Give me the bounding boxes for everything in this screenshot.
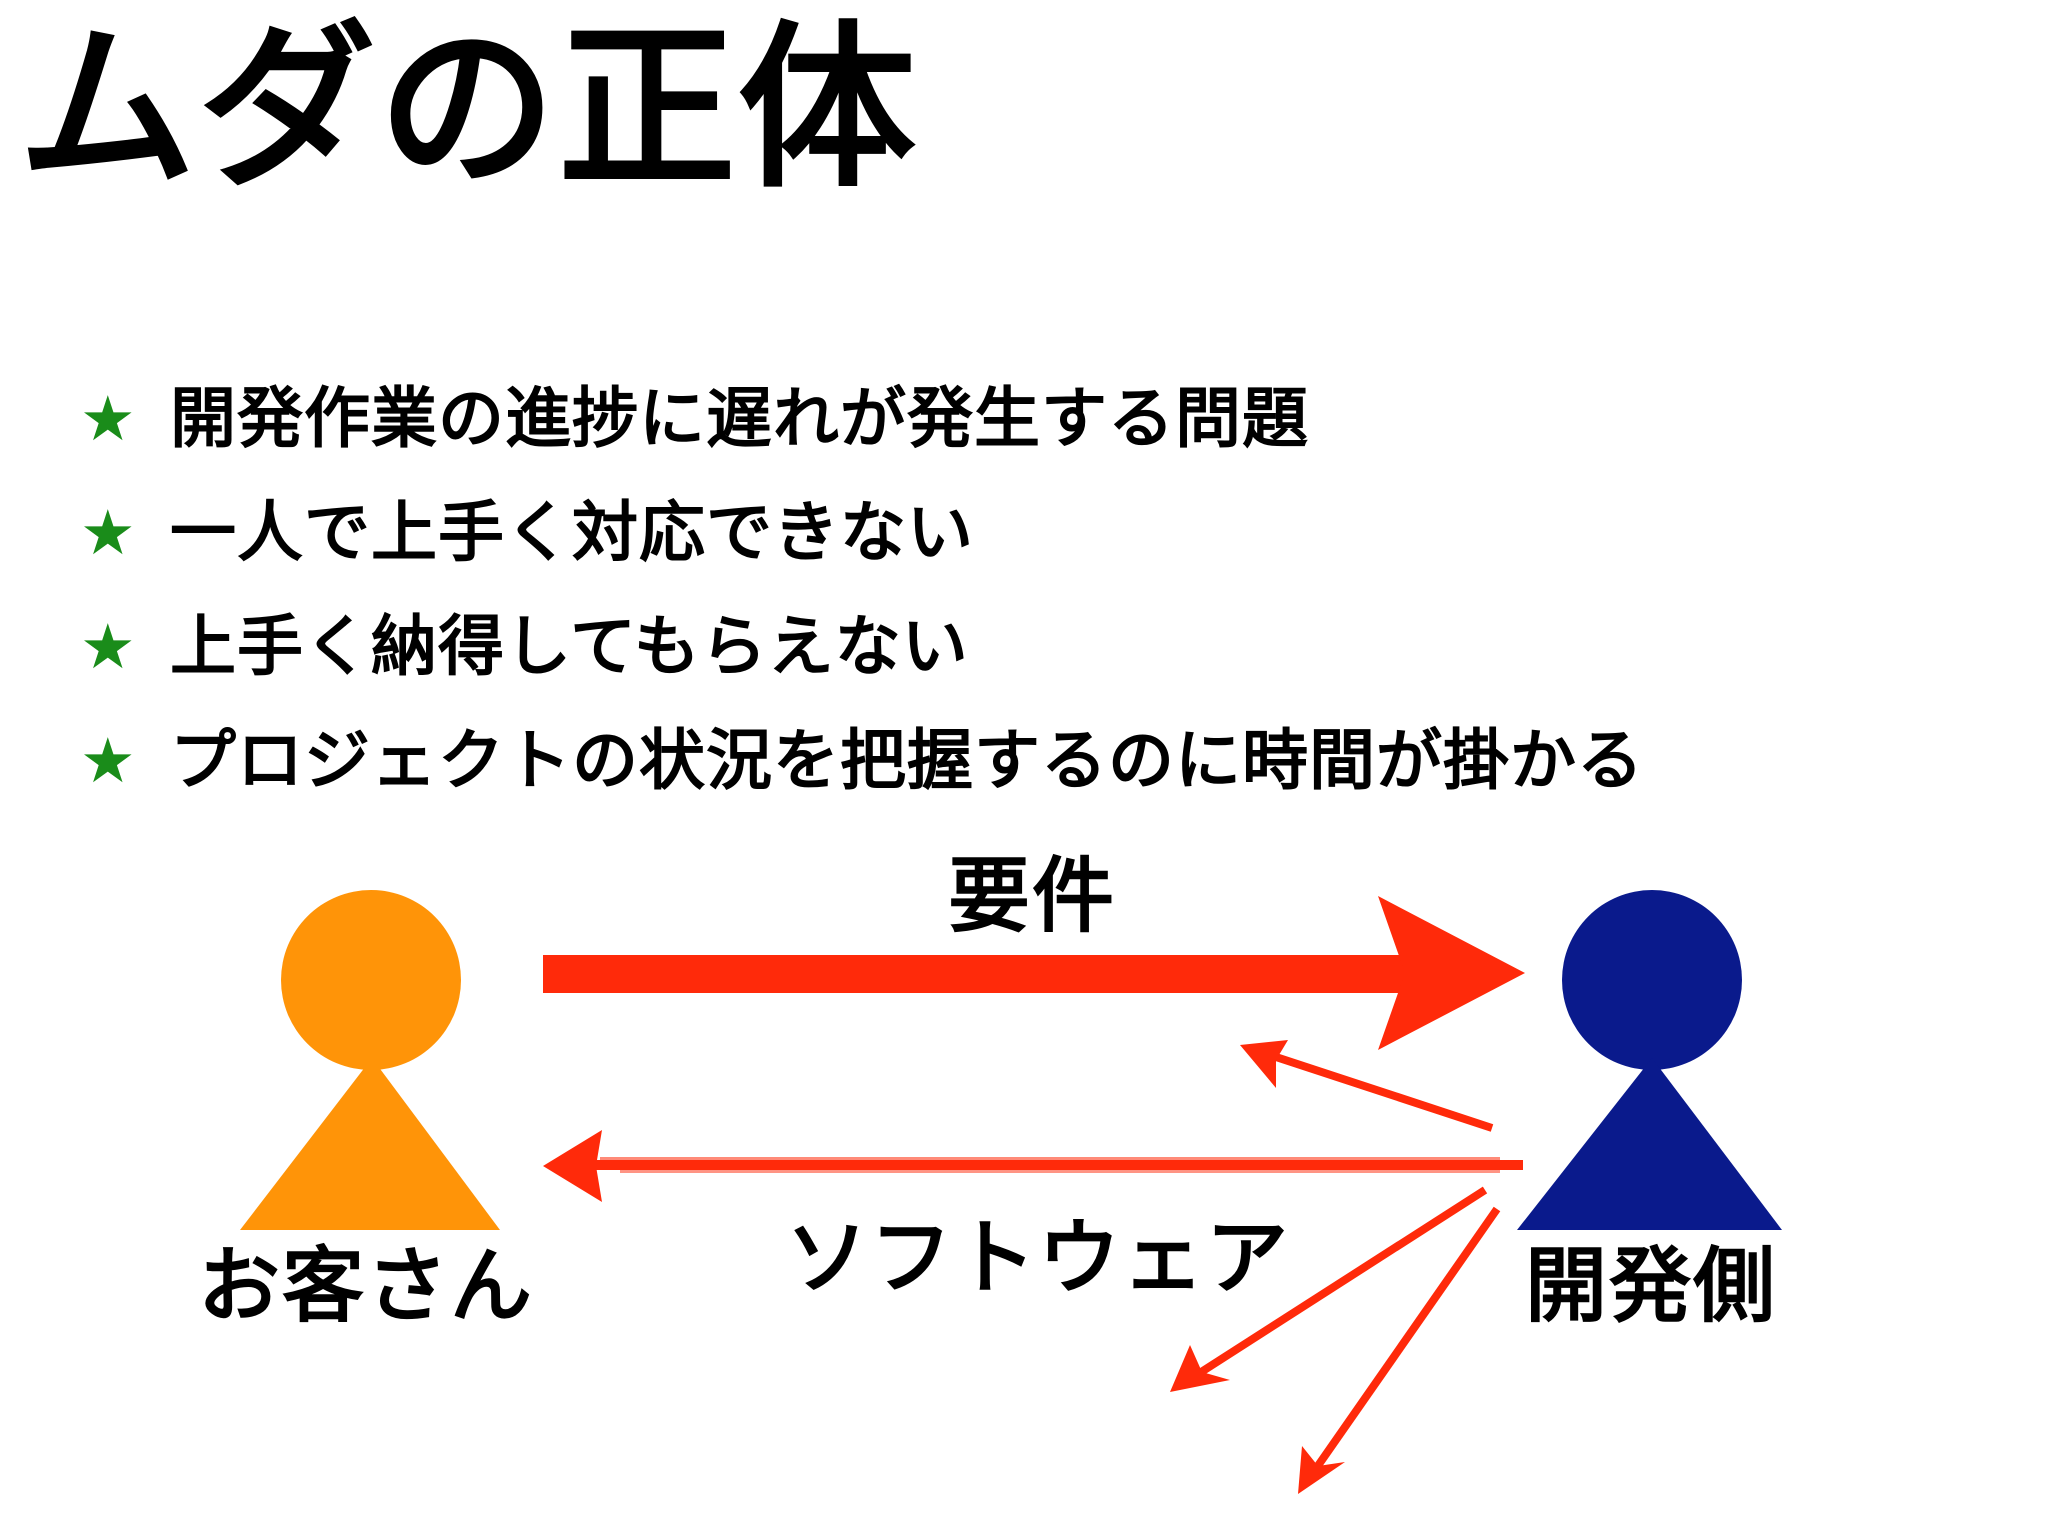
star-icon: ★: [80, 382, 136, 455]
bullet-item: ★ 開発作業の進捗に遅れが発生する問題: [80, 362, 1644, 476]
bullet-text: 開発作業の進捗に遅れが発生する問題: [170, 380, 1309, 457]
bullet-list: ★ 開発作業の進捗に遅れが発生する問題 ★ 一人で上手く対応できない ★ 上手く…: [80, 362, 1644, 818]
star-icon: ★: [80, 724, 136, 797]
customer-body: [240, 1058, 500, 1230]
developer-body: [1517, 1058, 1782, 1230]
star-icon: ★: [80, 496, 136, 569]
slide-title: ムダの正体: [18, 5, 918, 212]
bullet-item: ★ プロジェクトの状況を把握するのに時間が掛かる: [80, 704, 1644, 818]
scatter-arrow-upper: [1240, 1040, 1494, 1132]
customer-label: お客さん: [198, 1239, 535, 1334]
bullet-text: 上手く納得してもらえない: [170, 608, 969, 685]
developer-head: [1562, 890, 1742, 1070]
customer-figure-icon: [240, 890, 500, 1230]
scatter-arrow-left: [1170, 1186, 1488, 1392]
requirement-arrow: [543, 896, 1525, 1050]
software-label: ソフトウェア: [786, 1211, 1291, 1306]
customer-head: [281, 890, 461, 1070]
scatter-arrow-lower: [1298, 1206, 1501, 1494]
bullet-text: プロジェクトの状況を把握するのに時間が掛かる: [170, 722, 1644, 799]
bullet-item: ★ 一人で上手く対応できない: [80, 476, 1644, 590]
software-arrow: [543, 1130, 1523, 1202]
developer-label: 開発側: [1525, 1239, 1778, 1334]
star-icon: ★: [80, 610, 136, 683]
bullet-text: 一人で上手く対応できない: [170, 494, 974, 571]
developer-figure-icon: [1517, 890, 1782, 1230]
requirement-label: 要件: [948, 849, 1117, 944]
bullet-item: ★ 上手く納得してもらえない: [80, 590, 1644, 704]
